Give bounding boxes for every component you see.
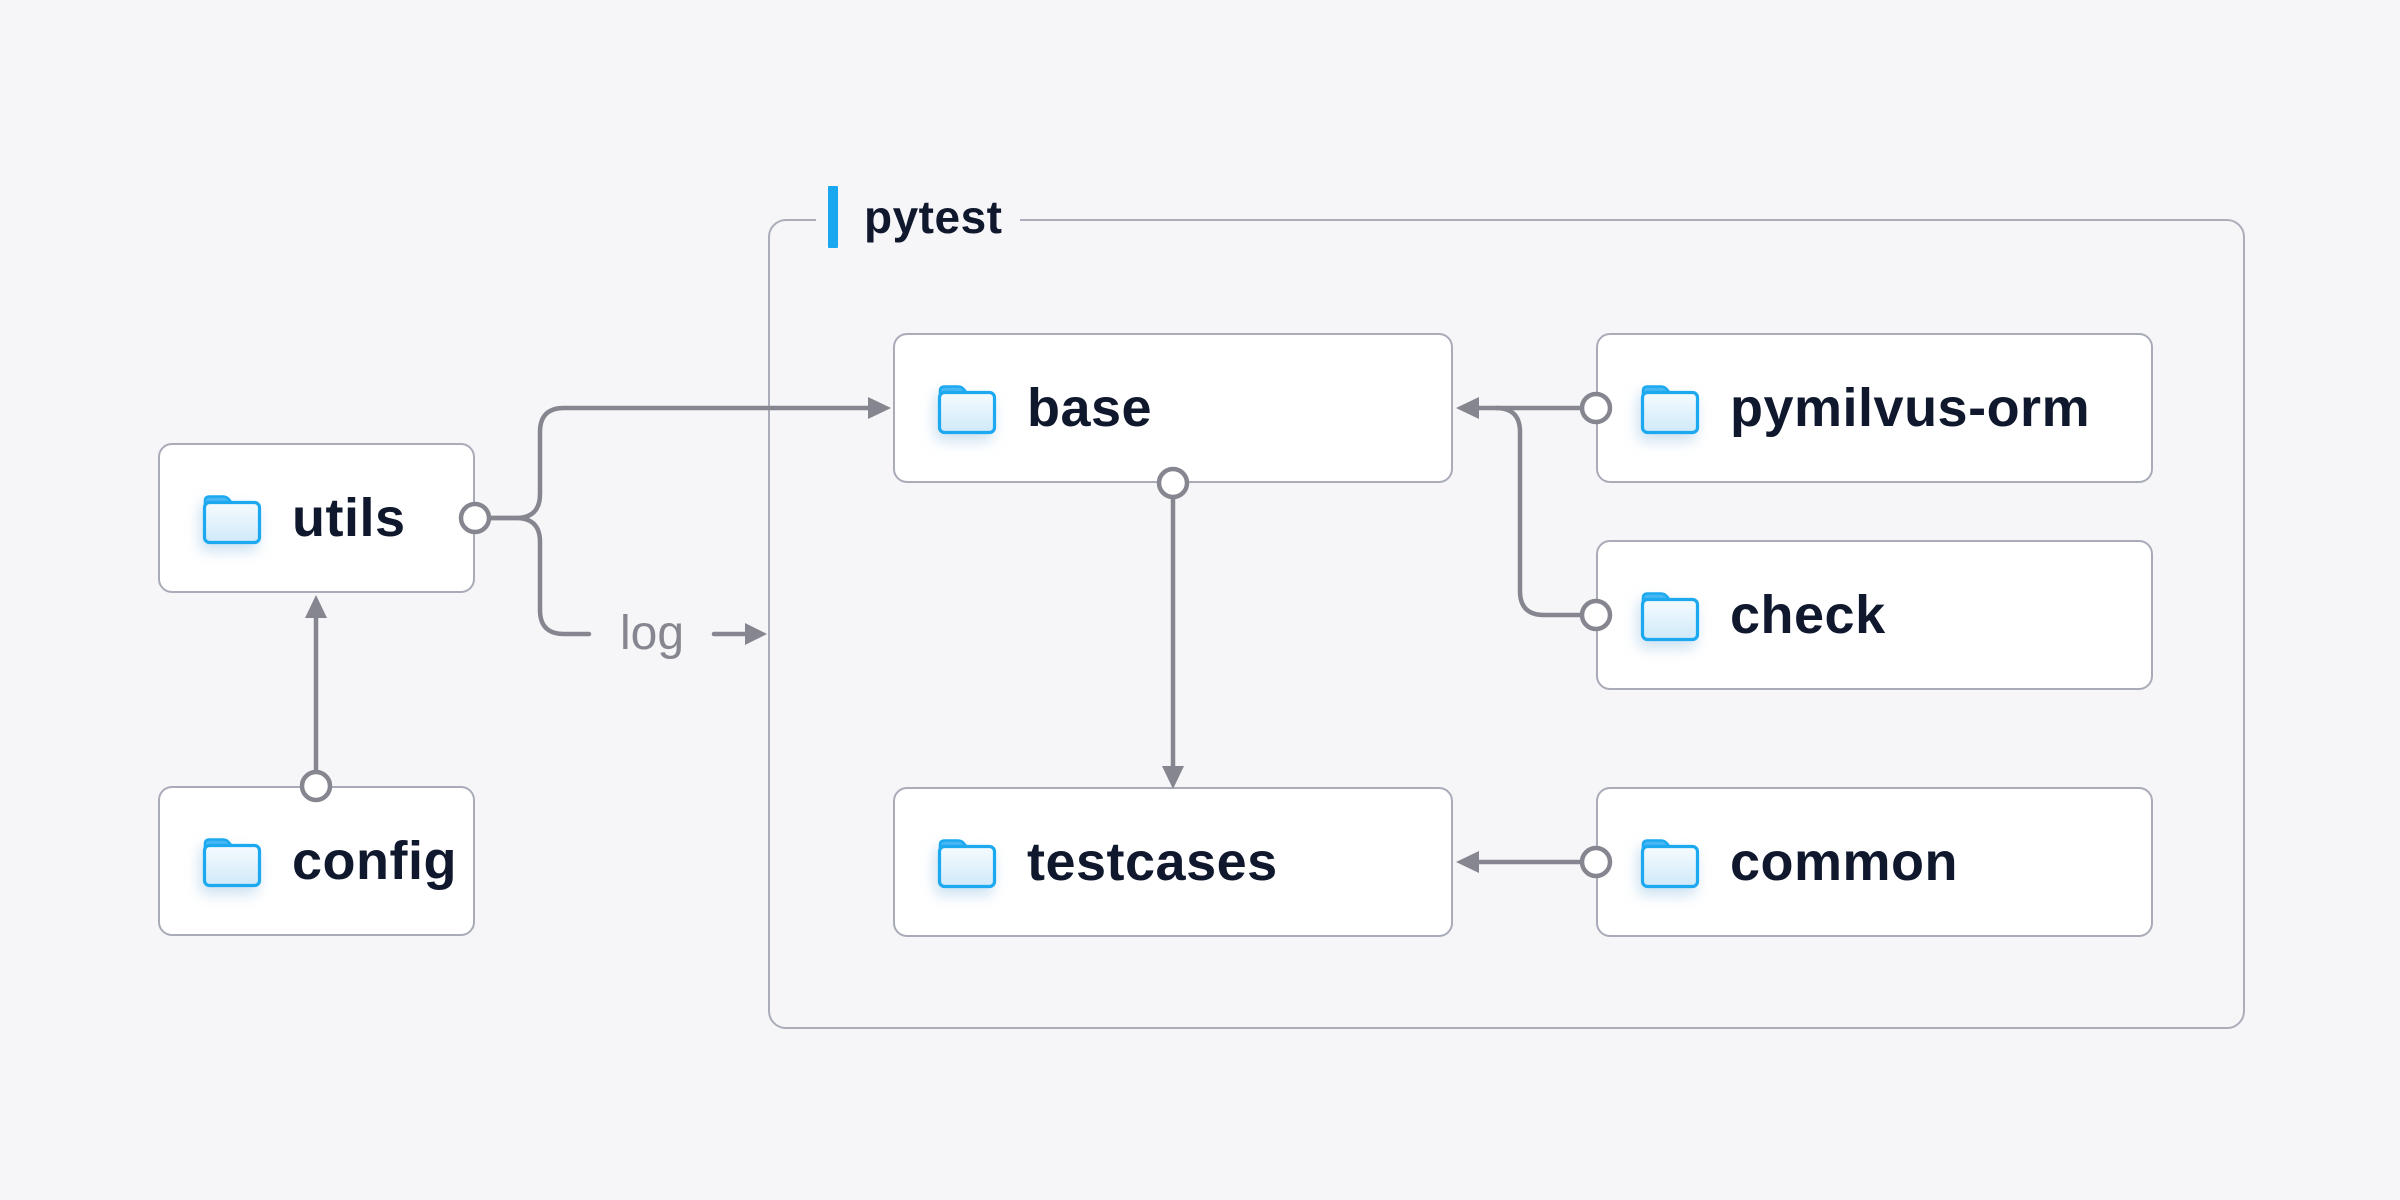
folder-node-label: common bbox=[1730, 832, 1959, 892]
folder-node-label: config bbox=[292, 831, 457, 891]
pytest-label: pytest bbox=[816, 184, 1021, 250]
accent-bar bbox=[828, 186, 838, 248]
pytest-container bbox=[768, 219, 2245, 1029]
folder-node-testcases: testcases bbox=[893, 787, 1453, 937]
folder-node-label: base bbox=[1027, 378, 1153, 438]
folder-node-label: pymilvus-orm bbox=[1730, 378, 2091, 438]
folder-node-check: check bbox=[1596, 540, 2153, 690]
folder-icon bbox=[202, 495, 262, 545]
folder-node-base: base bbox=[893, 333, 1453, 483]
folder-icon bbox=[1640, 385, 1700, 435]
edge-utils-to-log bbox=[487, 515, 592, 637]
folder-node-config: config bbox=[158, 786, 475, 936]
folder-icon bbox=[937, 839, 997, 889]
pytest-label-text: pytest bbox=[864, 191, 1003, 243]
edge-config-to-utils bbox=[299, 595, 333, 803]
folder-node-label: utils bbox=[292, 488, 406, 548]
folder-node-common: common bbox=[1596, 787, 2153, 937]
folder-node-label: testcases bbox=[1027, 832, 1278, 892]
folder-icon bbox=[937, 385, 997, 435]
folder-node-utils: utils bbox=[158, 443, 475, 593]
edge-log-to-pytest bbox=[711, 623, 767, 645]
folder-icon bbox=[1640, 592, 1700, 642]
folder-icon bbox=[202, 838, 262, 888]
folder-node-pymilvus-orm: pymilvus-orm bbox=[1596, 333, 2153, 483]
folder-icon bbox=[1640, 839, 1700, 889]
folder-node-label: check bbox=[1730, 585, 1886, 645]
log-edge-label: log bbox=[619, 607, 685, 660]
